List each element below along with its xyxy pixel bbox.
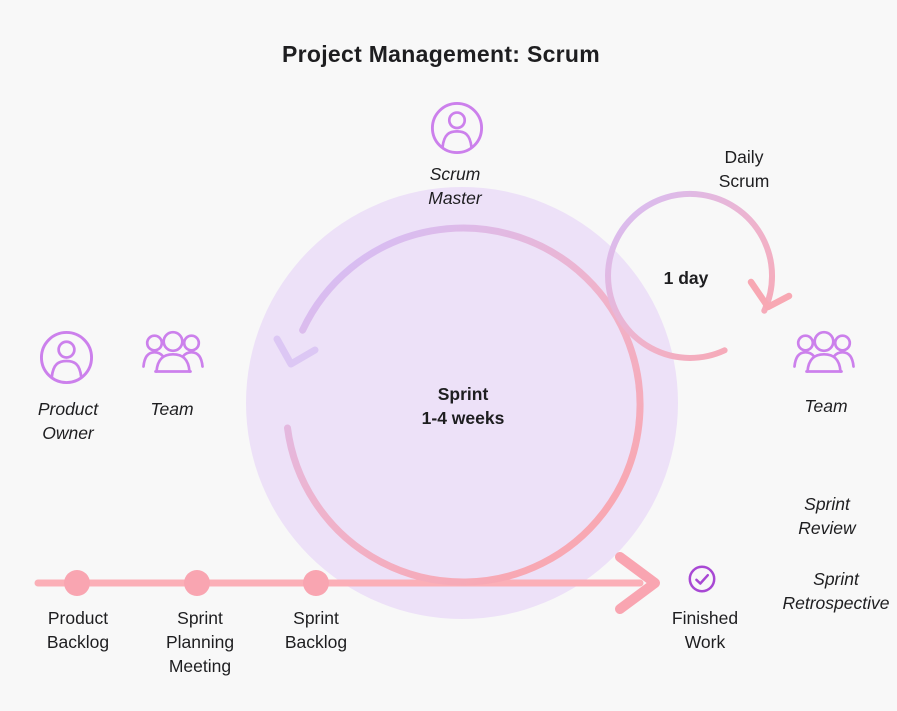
label-line: Sprint xyxy=(813,569,859,589)
sprint-cycle-arrowhead-icon xyxy=(273,335,319,368)
person-circle-icon xyxy=(430,101,484,155)
label-line: Finished xyxy=(671,608,739,628)
timeline-dot-sprint-backlog xyxy=(303,570,329,596)
page-title: Project Management: Scrum xyxy=(281,41,601,67)
label-line: Owner xyxy=(42,423,94,443)
timeline-arrowhead-icon xyxy=(615,552,660,614)
team-left-label: Team xyxy=(150,399,194,419)
label-line: Sprint xyxy=(177,608,223,628)
label-line: Meeting xyxy=(168,656,232,676)
daily-scrum-cycle-arrow xyxy=(605,190,776,361)
label-line: Daily xyxy=(724,147,764,167)
label-line: Sprint xyxy=(804,494,850,514)
sprint-cycle-arrow xyxy=(284,224,644,586)
sprint-review-label: Sprint Review xyxy=(757,492,897,540)
finished-work-label: Finished Work xyxy=(645,606,765,654)
sprint-circle xyxy=(246,187,678,619)
label-line: Master xyxy=(428,188,482,208)
daily-scrum-arrowhead-icon xyxy=(747,278,793,311)
product-owner-label: Product Owner xyxy=(8,397,128,445)
label-line: Sprint xyxy=(293,608,339,628)
person-circle-icon xyxy=(39,330,94,385)
timeline-dot-sprint-planning xyxy=(184,570,210,596)
timeline-dot-product-backlog xyxy=(64,570,90,596)
sprint-backlog-label: Sprint Backlog xyxy=(256,606,376,654)
sprint-duration-label: Sprint 1-4 weeks xyxy=(363,382,563,430)
label-line: Review xyxy=(798,518,856,538)
check-circle-icon xyxy=(688,565,716,593)
label-line: Scrum xyxy=(718,171,770,191)
team-icon xyxy=(142,330,204,373)
product-backlog-label: Product Backlog xyxy=(18,606,138,654)
label-line: Retrospective xyxy=(782,593,890,613)
sprint-retrospective-label: Sprint Retrospective xyxy=(756,567,897,615)
scrum-master-label: Scrum Master xyxy=(395,162,515,210)
sprint-planning-meeting-label: Sprint Planning Meeting xyxy=(140,606,260,678)
label-line: Scrum xyxy=(429,164,481,184)
daily-duration-label: 1 day xyxy=(663,268,709,288)
daily-scrum-label: Daily Scrum xyxy=(684,145,804,193)
label-line: Sprint xyxy=(437,384,489,404)
label-line: Backlog xyxy=(46,632,110,652)
team-right-label: Team xyxy=(804,396,848,416)
label-line: 1-4 weeks xyxy=(421,408,505,428)
label-line: Backlog xyxy=(284,632,348,652)
label-line: Work xyxy=(684,632,726,652)
label-line: Planning xyxy=(165,632,235,652)
team-icon xyxy=(793,330,855,373)
label-line: Product xyxy=(47,608,109,628)
label-line: Product xyxy=(37,399,99,419)
